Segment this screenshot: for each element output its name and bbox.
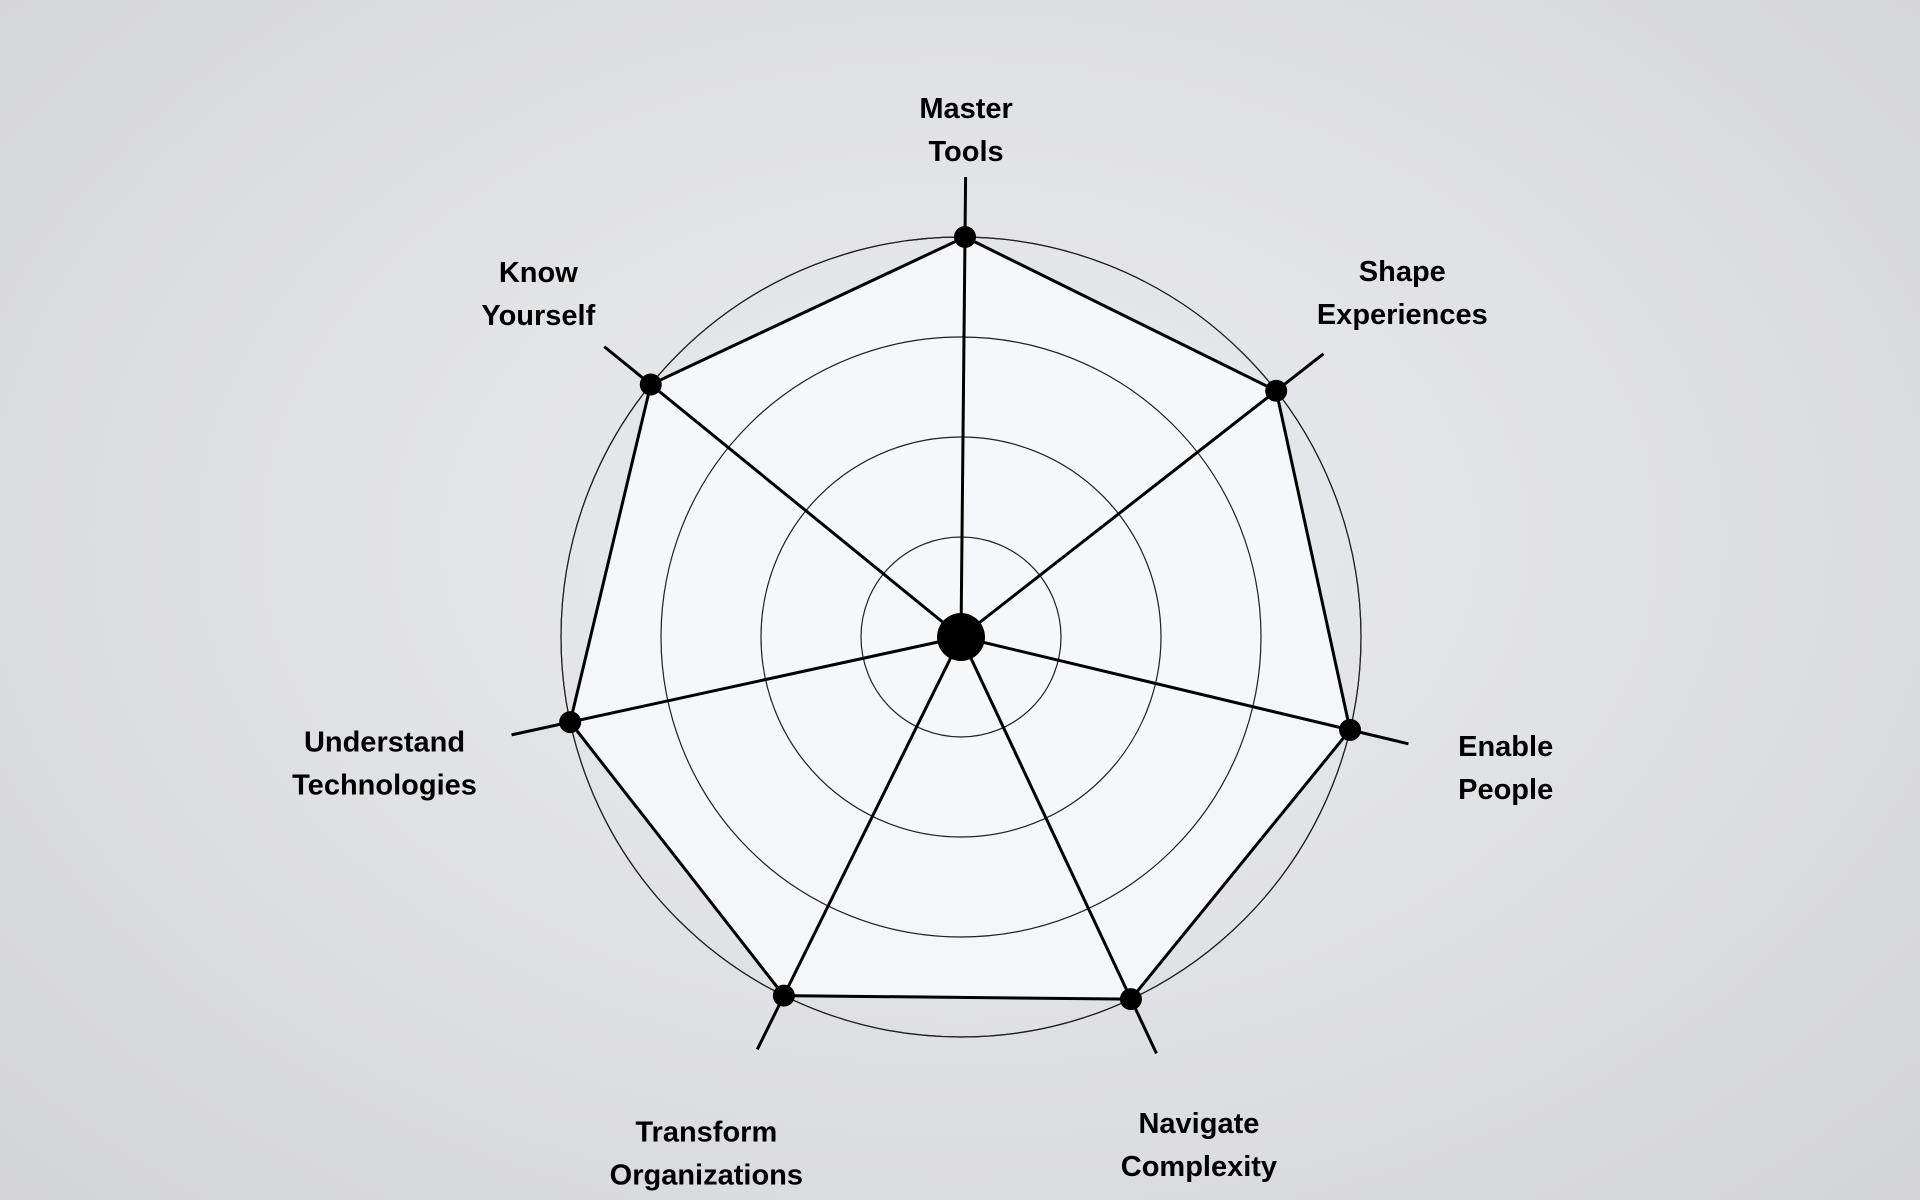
axis-navigate-complexity <box>959 636 1158 1055</box>
axis-label-line: Transform <box>635 1117 777 1149</box>
point-master-tools <box>953 226 976 249</box>
axis-enable-people <box>960 635 1409 746</box>
axis-label-line: Understand <box>304 727 465 759</box>
point-understand-technologies <box>559 711 582 734</box>
axis-label-line: Navigate <box>1138 1108 1259 1140</box>
point-enable-people <box>1339 718 1362 741</box>
axis-label-line: Technologies <box>292 770 477 802</box>
axis-label-line: Know <box>499 257 578 289</box>
radar-points <box>559 226 1362 1011</box>
axis-understand-technologies <box>511 635 962 737</box>
axis-label-line: Organizations <box>610 1160 803 1192</box>
axis-label-line: Yourself <box>481 300 595 332</box>
ring-overlay-3 <box>660 336 1262 938</box>
axis-shape-experiences <box>960 352 1325 639</box>
axis-label-line: Complexity <box>1121 1151 1277 1183</box>
point-know-yourself <box>639 373 662 396</box>
axis-label-line: Shape <box>1359 256 1446 288</box>
axis-label-line: Enable <box>1458 731 1553 763</box>
ring-overlay-2 <box>760 436 1162 838</box>
point-transform-organizations <box>772 984 795 1007</box>
point-navigate-complexity <box>1119 988 1142 1011</box>
axis-know-yourself <box>603 345 962 639</box>
axis-transform-organizations <box>755 636 963 1051</box>
axis-master-tools <box>959 177 968 638</box>
axis-label-line: Master <box>919 93 1013 125</box>
center-dot <box>937 613 985 661</box>
axis-label-line: Tools <box>928 136 1003 168</box>
axis-label-line: Experiences <box>1317 299 1488 331</box>
axis-label-line: People <box>1458 774 1553 806</box>
point-shape-experiences <box>1265 379 1288 402</box>
